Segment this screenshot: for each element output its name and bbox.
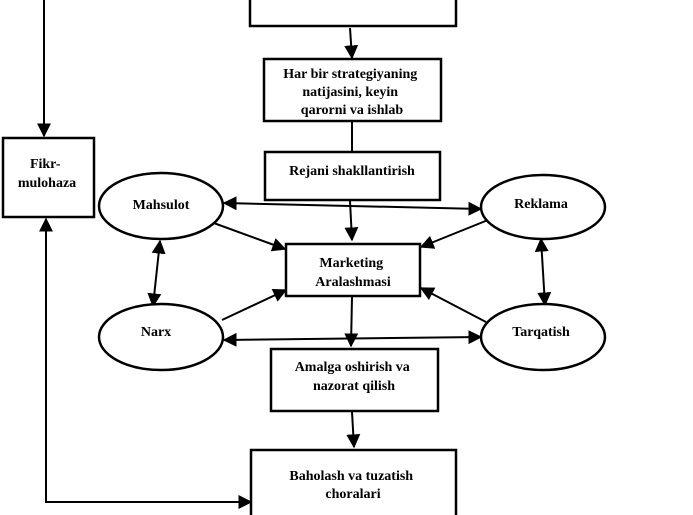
svg-text:Amalga oshirish va nazor: Amalga oshirish va nazorat qilish	[295, 360, 414, 394]
svg-text:Fikr- mulohaza: Fikr- mulohaza	[18, 157, 76, 191]
strategy-line-1: Har bir strategiyaning	[283, 67, 417, 82]
implementation-line-2: nazorat qilish	[313, 379, 395, 394]
advertising-ellipse: Reklama	[479, 173, 607, 241]
arrow-advertising-to-mix	[419, 219, 489, 249]
svg-text:Baholash va tuzatish cho: Baholash va tuzatish choralari	[289, 469, 416, 502]
distribution-label: Tarqatish	[512, 325, 570, 340]
feedback-line-1: Fikr-	[30, 157, 61, 172]
product-label: Mahsulot	[133, 198, 190, 213]
strategy-line-3: qarorni va ishlab	[301, 103, 404, 118]
strategy-results-box: Har bir strategiyaning natijasini, keyin…	[262, 57, 443, 123]
marketing-mix-line-1: Marketing	[319, 256, 383, 271]
implementation-line-1: Amalga oshirish va	[295, 360, 410, 375]
svg-text:Har bir strategiyaning n: Har bir strategiyaning natijasini, keyin…	[283, 67, 421, 118]
distribution-ellipse: Tarqatish	[479, 302, 607, 372]
top-box	[248, 0, 458, 28]
plan-formation-box: Rejani shakllantirish	[263, 150, 442, 202]
arrow-implementation-to-evaluation	[346, 411, 361, 449]
feedback-line-2: mulohaza	[18, 176, 76, 191]
svg-text:Rejani shakllantirish: Rejani shakllantirish	[289, 164, 415, 179]
arrow-distribution-to-mix	[419, 287, 487, 323]
arrow-price-distribution	[222, 330, 483, 347]
feedback-box: Fikr- mulohaza	[1, 136, 96, 219]
plan-formation-label: Rejani shakllantirish	[289, 164, 415, 179]
evaluation-box: Baholash va tuzatish choralari	[249, 448, 458, 515]
advertising-label: Reklama	[514, 197, 568, 212]
price-ellipse: Narx	[97, 302, 225, 372]
product-ellipse: Mahsulot	[97, 171, 225, 241]
price-label: Narx	[141, 325, 171, 340]
evaluation-line-2: choralari	[325, 487, 380, 502]
arrow-advertising-distribution	[534, 237, 552, 307]
arrow-price-to-mix	[221, 289, 288, 321]
evaluation-line-1: Baholash va tuzatish	[289, 469, 413, 484]
implementation-box: Amalga oshirish va nazorat qilish	[269, 347, 440, 413]
marketing-mix-box: Marketing Aralashmasi	[284, 242, 422, 298]
strategy-line-2: natijasini, keyin	[302, 85, 398, 100]
arrow-product-price	[147, 239, 166, 308]
arrow-product-advertising	[222, 196, 483, 216]
arrow-top-to-strategy	[344, 27, 359, 60]
svg-text:Marketing Aralashmasi: Marketing Aralashmasi	[315, 256, 391, 290]
marketing-mix-line-2: Aralashmasi	[315, 275, 391, 290]
